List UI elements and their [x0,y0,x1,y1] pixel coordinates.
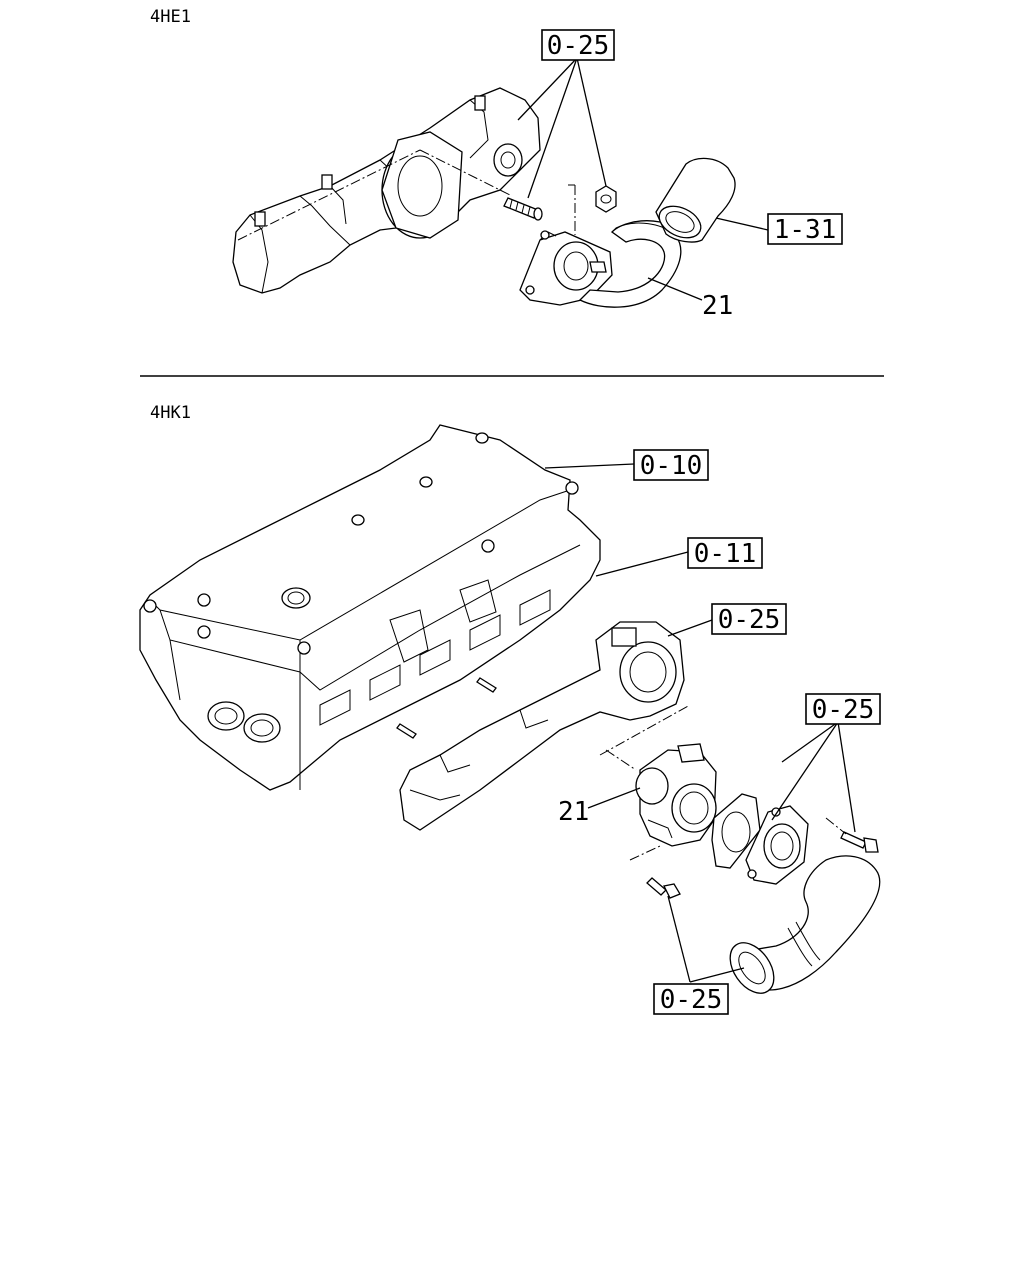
model-label-4he1: 4HE1 [150,7,191,27]
model-label-4hk1: 4HK1 [150,403,191,423]
exhaust-manifold-4he1 [232,87,541,294]
callout-0-25-manifold: 0-25 [711,603,787,635]
callout-text: 0-10 [640,451,703,481]
stud-bolt-4he1 [503,197,543,221]
callout-text: 1-31 [774,215,837,245]
callout-21-4hk1: 21 [558,797,589,827]
nut-4he1 [595,185,617,213]
callout-0-10: 0-10 [633,449,709,481]
egr-valve-4he1 [519,184,613,306]
callout-text: 0-25 [547,31,610,61]
studs-4hk1 [396,677,497,739]
callout-21-4he1: 21 [702,291,733,321]
flange-pipe-4hk1 [745,805,809,885]
bolt-upper-4hk1 [825,817,879,853]
callout-text: 0-11 [694,539,757,569]
callout-1-31: 1-31 [767,213,843,245]
gasket-4hk1 [711,793,761,869]
egr-pipe-4hk1 [729,855,881,994]
rubber-hose-4he1 [655,157,736,243]
callout-0-25-bolts-lower: 0-25 [653,983,729,1015]
callout-text: 0-25 [718,605,781,635]
callout-0-11: 0-11 [687,537,763,569]
leader-lines-4hk1 [544,463,856,983]
callout-0-25-4he1: 0-25 [541,29,615,61]
callout-0-25-bolts-upper: 0-25 [805,693,881,725]
callout-text: 0-25 [812,695,875,725]
egr-valve-4hk1 [605,743,717,847]
bolt-lower-4hk1 [629,845,681,899]
exhaust-manifold-4hk1 [399,621,691,831]
leader-lines-4he1 [517,57,769,301]
cylinder-head-4hk1 [139,424,601,791]
callout-text: 0-25 [660,985,723,1015]
